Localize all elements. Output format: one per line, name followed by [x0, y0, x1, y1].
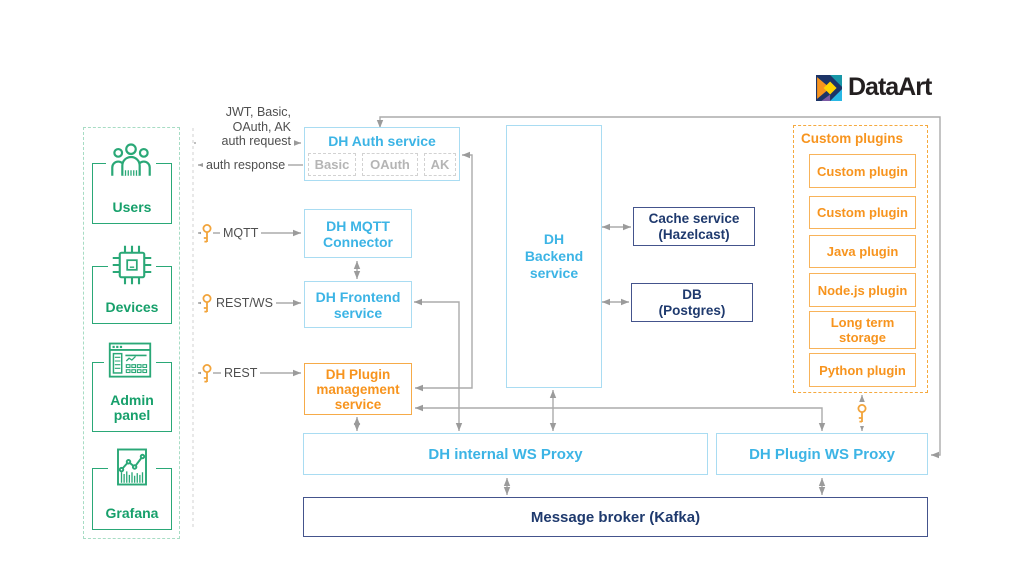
auth-modules: Basic OAuth AK: [308, 153, 456, 176]
actor-label: Users: [112, 199, 152, 215]
actor-label: Grafana: [105, 505, 159, 521]
message-broker-kafka-box: Message broker (Kafka): [303, 497, 928, 537]
custom-plugins-title: Custom plugins: [801, 131, 903, 146]
long-term-storage-box: Long term storage: [809, 311, 916, 349]
edge-pm-pproxy: [415, 404, 826, 431]
dh-backend-service-box: DH Backend service: [506, 125, 602, 388]
dataart-logo-icon: [816, 74, 842, 101]
rest-protocol-label: REST: [221, 366, 261, 381]
dh-plugin-management-service-box: DH Plugin management service: [304, 363, 412, 415]
edge-auth-pm: [415, 151, 473, 392]
key-icon: [201, 222, 213, 246]
custom-plugin-box: Custom plugin: [809, 196, 916, 229]
chip-icon: [108, 244, 156, 291]
key-icon: [201, 362, 213, 386]
auth-response-label: auth response: [203, 158, 289, 173]
clients-group-frame: [83, 127, 180, 539]
rest-ws-protocol-label: REST/WS: [213, 296, 276, 311]
dh-internal-ws-proxy-box: DH internal WS Proxy: [303, 433, 708, 475]
auth-module-ak: AK: [424, 153, 456, 176]
db-postgres-box: DB (Postgres): [631, 283, 753, 322]
edge-frontend-iproxy: [414, 298, 463, 431]
auth-module-oauth: OAuth: [362, 153, 418, 176]
key-icon: [856, 402, 868, 426]
dataart-logo: DataArt: [816, 73, 932, 102]
java-plugin-box: Java plugin: [809, 235, 916, 268]
custom-plugins-group: [793, 125, 928, 393]
edge-auth-pproxy: [376, 116, 941, 459]
dh-auth-service-box: DH Auth service Basic OAuth AK: [304, 127, 460, 181]
auth-request-label: JWT, Basic, OAuth, AK auth request: [196, 105, 294, 149]
dh-frontend-service-box: DH Frontend service: [304, 281, 412, 328]
dh-mqtt-connector-box: DH MQTT Connector: [304, 209, 412, 258]
python-plugin-box: Python plugin: [809, 353, 916, 387]
cache-service-box: Cache service (Hazelcast): [633, 207, 755, 246]
key-icon: [201, 292, 213, 316]
custom-plugin-box: Custom plugin: [809, 154, 916, 188]
actor-label: Admin panel: [110, 392, 154, 423]
nodejs-plugin-box: Node.js plugin: [809, 273, 916, 307]
logo-wordmark: DataArt: [848, 73, 932, 101]
actor-label: Devices: [105, 299, 159, 315]
users-icon: [106, 141, 156, 188]
admin-panel-icon: [104, 340, 156, 387]
auth-module-basic: Basic: [308, 153, 356, 176]
grafana-icon: [108, 446, 156, 493]
dh-plugin-ws-proxy-box: DH Plugin WS Proxy: [716, 433, 928, 475]
service-title: DH Auth service: [328, 133, 436, 149]
mqtt-protocol-label: MQTT: [220, 226, 262, 241]
